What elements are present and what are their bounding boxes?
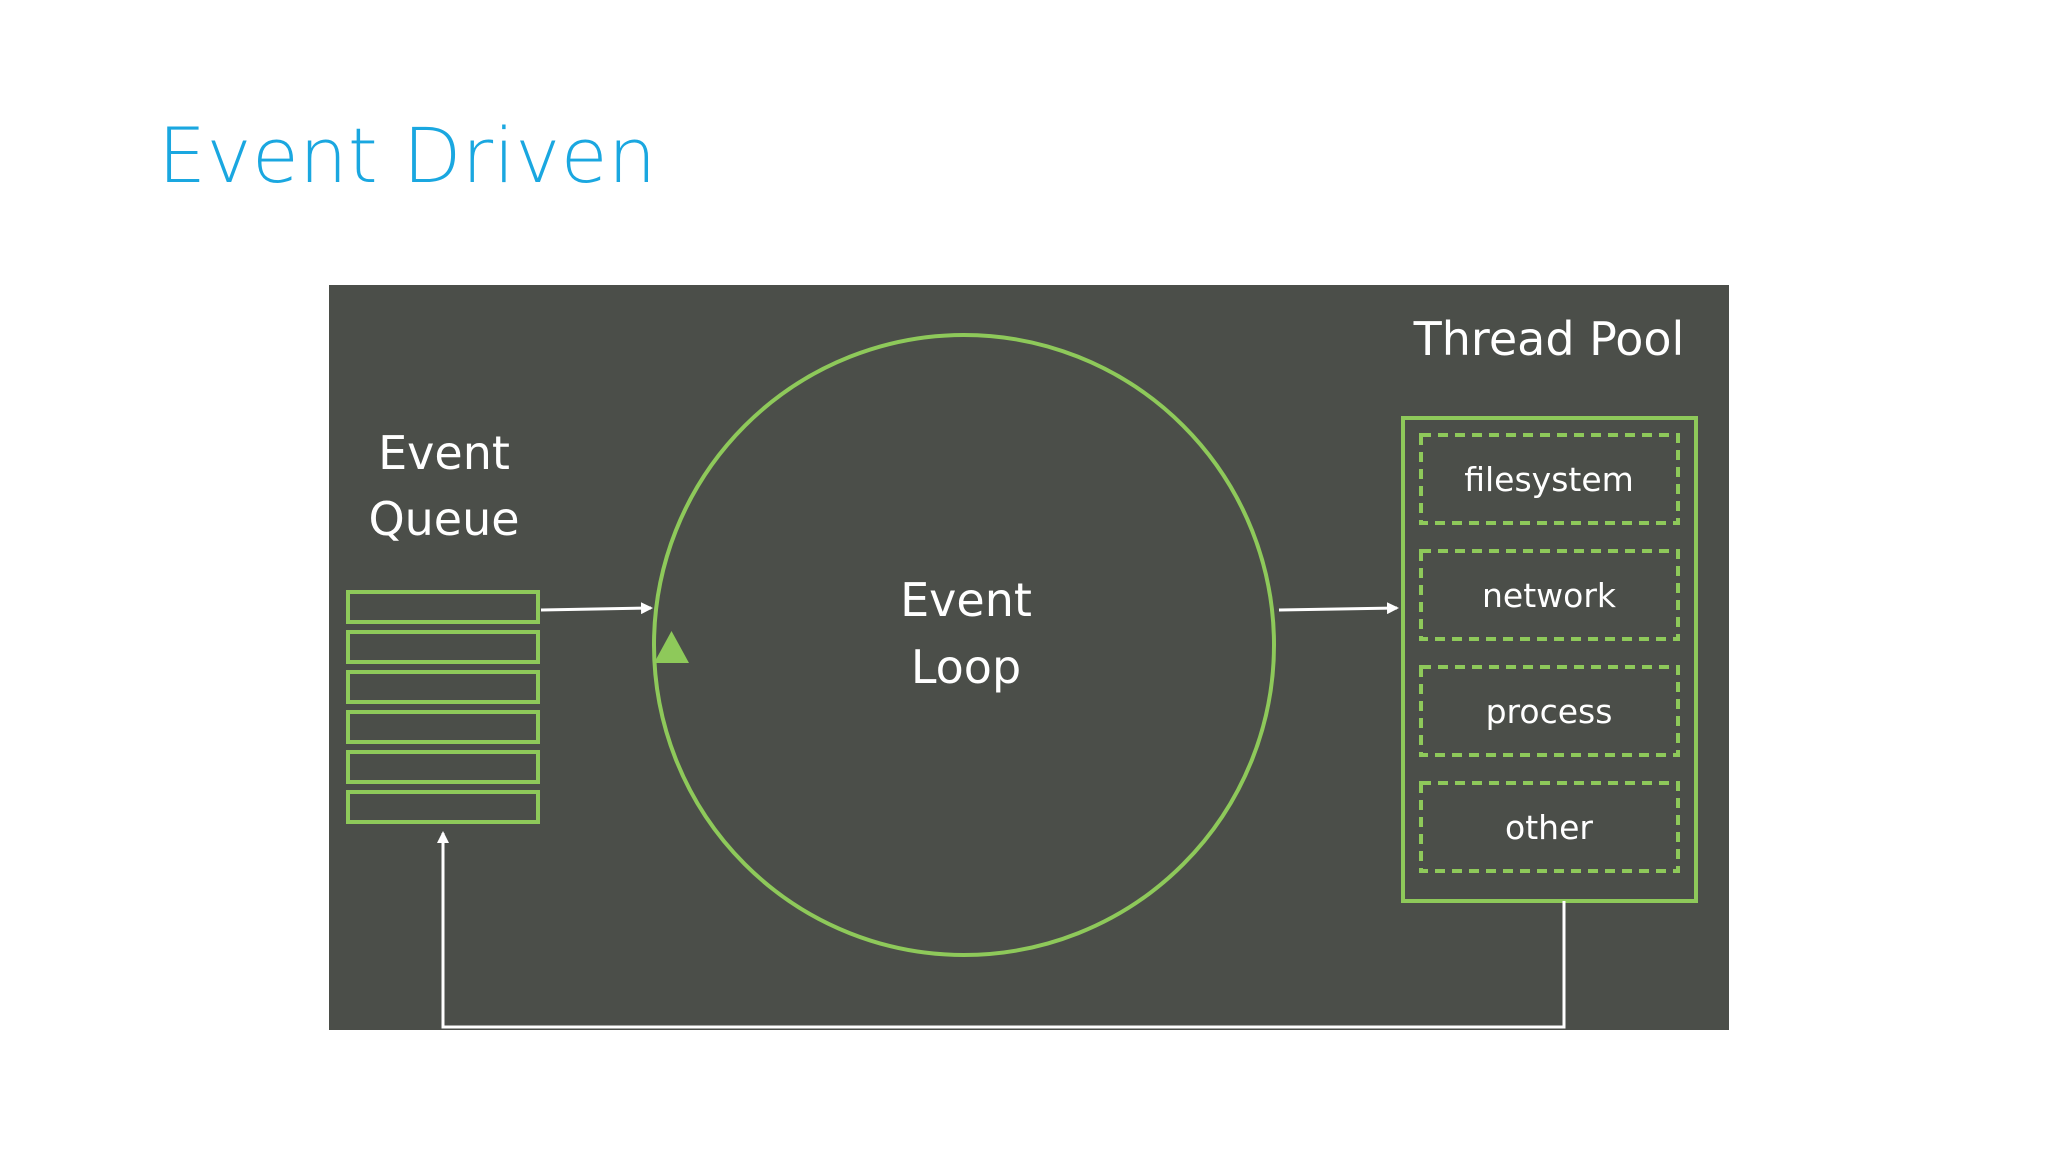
thread-pool-box xyxy=(1401,416,1698,903)
event-queue-slot xyxy=(346,670,540,704)
event-queue-slot xyxy=(346,630,540,664)
loop-direction-triangle xyxy=(654,631,689,663)
event-queue-label-line1: Event xyxy=(378,426,510,480)
callback-path xyxy=(437,831,1566,1029)
thread-pool-workers: filesystem network process other xyxy=(1419,433,1680,873)
event-queue-label-line2: Queue xyxy=(368,492,519,546)
event-loop-label-line1: Event xyxy=(900,573,1032,627)
event-queue-slot xyxy=(346,590,540,624)
event-loop-diagram: Event Queue Event Loop Thread Pool files… xyxy=(329,285,1729,1030)
event-loop-label-line2: Loop xyxy=(911,640,1021,694)
diagram-background xyxy=(329,285,1729,1030)
arrow-loop-to-thread-pool xyxy=(1278,602,1399,615)
thread-pool-worker-box xyxy=(1419,665,1680,757)
thread-pool-worker-network: network xyxy=(1482,576,1617,615)
arrow-queue-to-loop xyxy=(540,602,653,615)
thread-pool-worker-box xyxy=(1419,433,1680,525)
thread-pool-worker-process: process xyxy=(1486,692,1613,731)
slide-title: Event Driven xyxy=(158,111,657,200)
thread-pool-label: Thread Pool xyxy=(1413,312,1685,366)
thread-pool-worker-box xyxy=(1419,549,1680,641)
event-queue-slot xyxy=(346,750,540,784)
event-queue xyxy=(346,590,540,824)
event-loop-circle xyxy=(652,333,1276,957)
thread-pool-worker-filesystem: filesystem xyxy=(1464,460,1634,499)
event-queue-slot xyxy=(346,710,540,744)
thread-pool-worker-other: other xyxy=(1505,808,1593,847)
event-queue-slot xyxy=(346,790,540,824)
thread-pool-worker-box xyxy=(1419,781,1680,873)
